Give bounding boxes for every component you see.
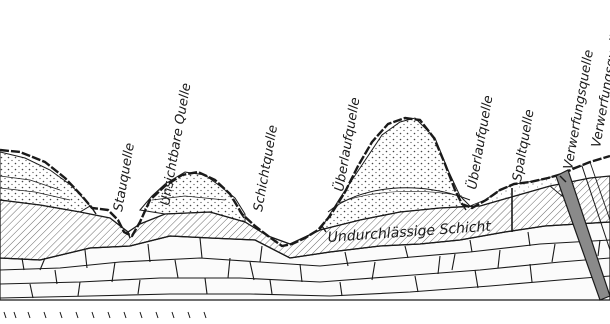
label-spaltquelle: Spaltquelle [510, 108, 537, 182]
ground-surface [0, 116, 610, 248]
label-verwerfungsquelle-1: Verwerfungsquelle [561, 49, 597, 171]
bottom-tick-marks [3, 311, 207, 319]
spring-markers [91, 175, 567, 239]
spring-marker-ueberlauf-1 [321, 225, 327, 233]
label-stauquelle: Stauquelle [111, 142, 138, 213]
spring-marker-verwerfung [559, 175, 567, 183]
spring-marker-ueberlauf-2 [461, 203, 467, 211]
label-schichtquelle: Schichtquelle [251, 124, 281, 213]
spring-marker-schichtquelle [239, 211, 245, 219]
label-verwerfungsquelle-2: Verwerfungsquelle [589, 27, 610, 149]
spring-marker-stauquelle [91, 207, 97, 215]
spring-marker-unsichtbare [127, 231, 131, 239]
fault-zone [555, 161, 610, 301]
label-ueberlaufquelle-2: Überlaufquelle [463, 94, 496, 191]
